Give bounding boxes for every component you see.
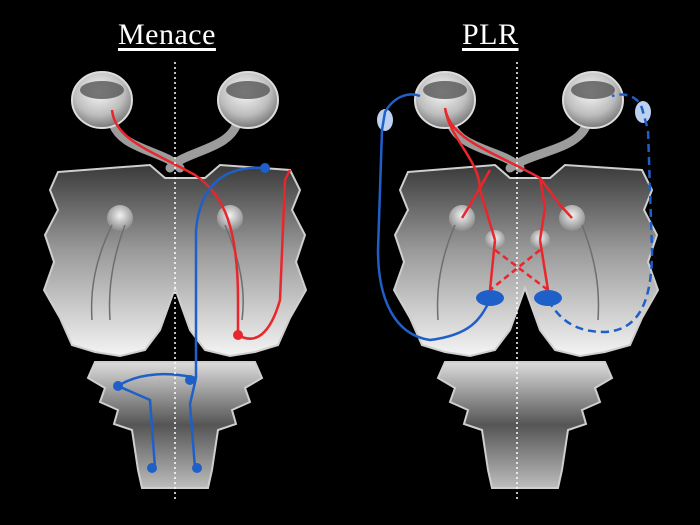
menace-brainstem (86, 361, 264, 489)
eyeball-icon (71, 71, 133, 129)
eyeball-icon (217, 71, 279, 129)
ew-nucleus-icon (476, 290, 504, 306)
pupil-shade (423, 81, 467, 99)
plr-brainstem (436, 361, 614, 489)
plr-cerebrum (392, 163, 660, 358)
menace-title: Menace (118, 18, 216, 51)
plr-red-crossing (489, 249, 549, 291)
plr-blue-pathway (376, 93, 492, 342)
plr-title: PLR (462, 18, 519, 51)
blue-terminal (192, 463, 202, 473)
eyeball-icon (562, 71, 624, 129)
menace-panel (42, 62, 308, 500)
menace-optic-radiation (90, 224, 244, 321)
blue-terminal (147, 463, 157, 473)
red-terminal (233, 330, 243, 340)
ciliary-ganglion-icon (377, 109, 393, 131)
plr-panel (376, 62, 660, 500)
ew-nucleus-icon (534, 290, 562, 306)
eyeball-icon (414, 71, 476, 129)
pupil-shade (80, 81, 124, 99)
plr-optic-radiation (436, 224, 600, 321)
plr-blue-dashed-pathway (546, 93, 654, 334)
nucleus-icon (217, 205, 243, 231)
blue-terminal (260, 163, 270, 173)
blue-terminal (113, 381, 123, 391)
pupil-shade (226, 81, 270, 99)
blue-terminal (185, 375, 195, 385)
pupil-shade (571, 81, 615, 99)
nucleus-icon (107, 205, 133, 231)
menace-red-pathway (110, 109, 292, 340)
plr-red-pathway (443, 107, 573, 291)
